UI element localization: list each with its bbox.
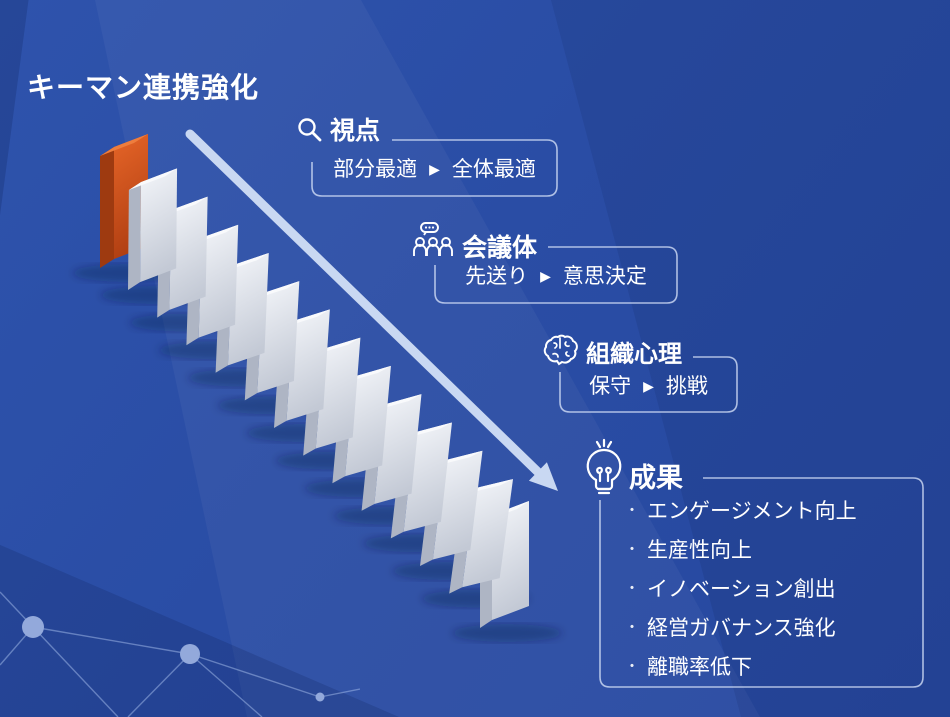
- result-item: ・ 離職率低下: [617, 646, 857, 685]
- result-item-text: 離職率低下: [647, 655, 752, 679]
- result-item-text: エンゲージメント向上: [647, 499, 857, 523]
- result-item: ・ エンゲージメント向上: [617, 490, 857, 529]
- label-meeting: 会議体 先送り ▶ 意思決定: [408, 220, 698, 315]
- bullet-icon: ・: [624, 541, 640, 558]
- magnifier-icon: [298, 118, 322, 142]
- transition-arrow-icon: ▶: [643, 377, 654, 394]
- result-item-text: 経営ガバナンス強化: [647, 616, 836, 640]
- result-item-text: 生産性向上: [647, 538, 752, 562]
- viewpoint-to: 全体最適: [451, 158, 536, 181]
- psychology-transition: 保守 ▶ 挑戦: [560, 357, 737, 412]
- result-item-text: イノベーション創出: [647, 577, 836, 601]
- people-chat-icon: [413, 222, 453, 256]
- viewpoint-transition: 部分最適 ▶ 全体最適: [312, 140, 557, 196]
- bullet-icon: ・: [624, 619, 640, 636]
- label-viewpoint: 視点 部分最適 ▶ 全体最適: [290, 108, 590, 208]
- psychology-from: 保守: [589, 374, 632, 398]
- result-item: ・ 生産性向上: [617, 529, 857, 568]
- label-psychology: 組織心理 保守 ▶ 挑戦: [538, 328, 748, 423]
- network-decoration: [0, 591, 360, 717]
- bullet-icon: ・: [624, 658, 640, 675]
- result-item: ・ イノベーション創出: [617, 568, 857, 607]
- meeting-to: 意思決定: [562, 265, 647, 288]
- result-item: ・ 経営ガバナンス強化: [617, 607, 857, 646]
- label-results: 成果 ・ エンゲージメント向上 ・ 生産性向上 ・ イノベーション創出 ・ 経営…: [575, 438, 940, 698]
- psychology-to: 挑戦: [665, 374, 708, 398]
- page-title: キーマン連携強化: [27, 72, 260, 103]
- meeting-from: 先送り: [465, 265, 529, 288]
- bullet-icon: ・: [624, 580, 640, 597]
- bullet-icon: ・: [624, 502, 640, 519]
- falling-domino: [128, 168, 178, 290]
- meeting-transition: 先送り ▶ 意思決定: [435, 247, 677, 303]
- transition-arrow-icon: ▶: [540, 268, 551, 284]
- viewpoint-from: 部分最適: [333, 158, 418, 181]
- results-list: ・ エンゲージメント向上 ・ 生産性向上 ・ イノベーション創出 ・ 経営ガバナ…: [617, 490, 857, 685]
- transition-arrow-icon: ▶: [429, 161, 440, 177]
